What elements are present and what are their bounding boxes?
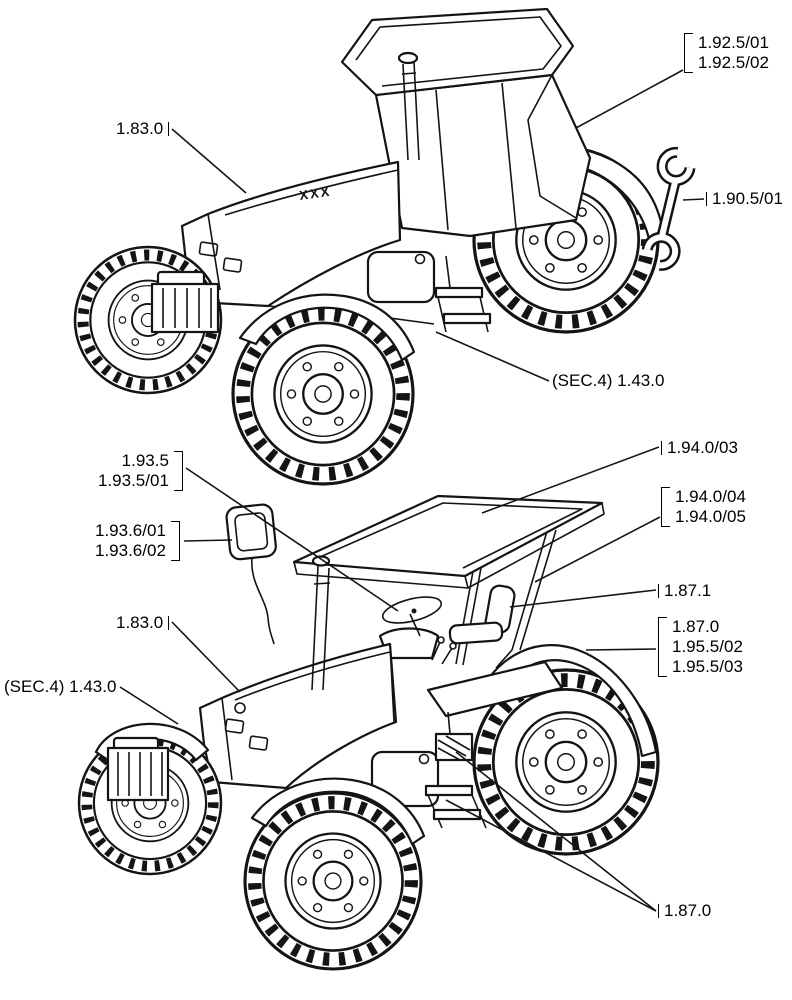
lower-tractor-illustration xyxy=(79,494,658,969)
exhaust-stack xyxy=(397,51,420,161)
bracket xyxy=(170,521,180,561)
callout-label: 1.87.0 xyxy=(664,901,712,920)
callout-wrench[interactable]: 1.90.5/01 xyxy=(706,189,783,209)
exhaust-stack xyxy=(311,555,331,691)
callout-fender-group[interactable]: 1.87.0 1.95.5/02 1.95.5/03 xyxy=(658,617,743,677)
callout-label: 1.93.6/01 xyxy=(95,521,166,540)
tick xyxy=(706,192,707,206)
rear-fender xyxy=(474,644,658,758)
tick xyxy=(168,122,170,136)
callout-label: 1.93.5 xyxy=(121,451,169,470)
tick xyxy=(658,904,659,918)
callout-label: (SEC.4) 1.43.0 xyxy=(552,371,665,390)
callout-mirror-group[interactable]: 1.93.6/01 1.93.6/02 xyxy=(95,521,180,561)
callout-step-upper[interactable]: (SEC.4) 1.43.0 xyxy=(552,371,664,391)
callout-hood-upper[interactable]: 1.83.0 xyxy=(116,119,170,139)
battery-box xyxy=(434,732,474,762)
callout-platform[interactable]: 1.87.0 xyxy=(658,901,711,921)
callout-label: 1.95.5/02 xyxy=(672,637,743,656)
seat xyxy=(448,584,516,645)
callout-hood-lower[interactable]: 1.83.0 xyxy=(116,613,170,633)
callout-label: 1.90.5/01 xyxy=(712,189,783,208)
callout-label: 1.93.5/01 xyxy=(98,471,169,490)
fuel-tank xyxy=(366,250,436,304)
callout-label: 1.92.5/02 xyxy=(698,53,769,72)
steps xyxy=(424,711,487,829)
callout-label: 1.93.6/02 xyxy=(95,541,166,560)
hood xyxy=(198,642,398,795)
wrench-icon xyxy=(641,146,696,271)
callout-roof-frame-group[interactable]: 1.94.0/04 1.94.0/05 xyxy=(661,487,746,527)
front-weight xyxy=(150,270,220,334)
callout-steering-group[interactable]: 1.93.5 1.93.5/01 xyxy=(98,451,183,491)
rear-left-fender xyxy=(238,293,416,362)
rear-left-fender xyxy=(250,777,426,846)
canopy-posts xyxy=(455,527,557,669)
callout-label: 1.87.0 xyxy=(672,617,720,636)
hood-badge-text: XXX xyxy=(298,184,332,203)
callout-label: (SEC.4) 1.43.0 xyxy=(4,677,117,696)
cab-step xyxy=(434,255,492,333)
front-weight xyxy=(106,736,170,802)
bracket xyxy=(173,451,183,491)
steering-wheel xyxy=(378,596,457,665)
callout-label: 1.83.0 xyxy=(116,613,164,632)
callout-label: 1.92.5/01 xyxy=(698,33,769,52)
callout-label: 1.83.0 xyxy=(116,119,164,138)
mirror xyxy=(225,503,277,645)
callout-label: 1.95.5/03 xyxy=(672,657,743,676)
callout-seat[interactable]: 1.87.1 xyxy=(658,581,711,601)
callout-label: 1.87.1 xyxy=(664,581,712,600)
callout-front-fender[interactable]: (SEC.4) 1.43.0 xyxy=(4,677,116,697)
callout-roof[interactable]: 1.94.0/03 xyxy=(661,438,738,458)
hood: XXX xyxy=(180,160,435,325)
upper-tractor-illustration: XXX xyxy=(75,7,666,484)
bracket xyxy=(684,33,693,73)
callout-label: 1.94.0/03 xyxy=(667,438,738,457)
bracket xyxy=(661,487,670,527)
callout-label: 1.94.0/04 xyxy=(675,487,746,506)
bracket xyxy=(658,617,667,677)
cab xyxy=(340,7,592,238)
tick xyxy=(661,441,662,455)
canopy-roof xyxy=(292,494,605,589)
tick xyxy=(168,616,170,630)
callout-cab-group[interactable]: 1.92.5/01 1.92.5/02 xyxy=(684,33,769,73)
platform xyxy=(426,660,564,718)
leader-lines xyxy=(119,69,705,912)
tick xyxy=(658,584,659,598)
callout-label: 1.94.0/05 xyxy=(675,507,746,526)
